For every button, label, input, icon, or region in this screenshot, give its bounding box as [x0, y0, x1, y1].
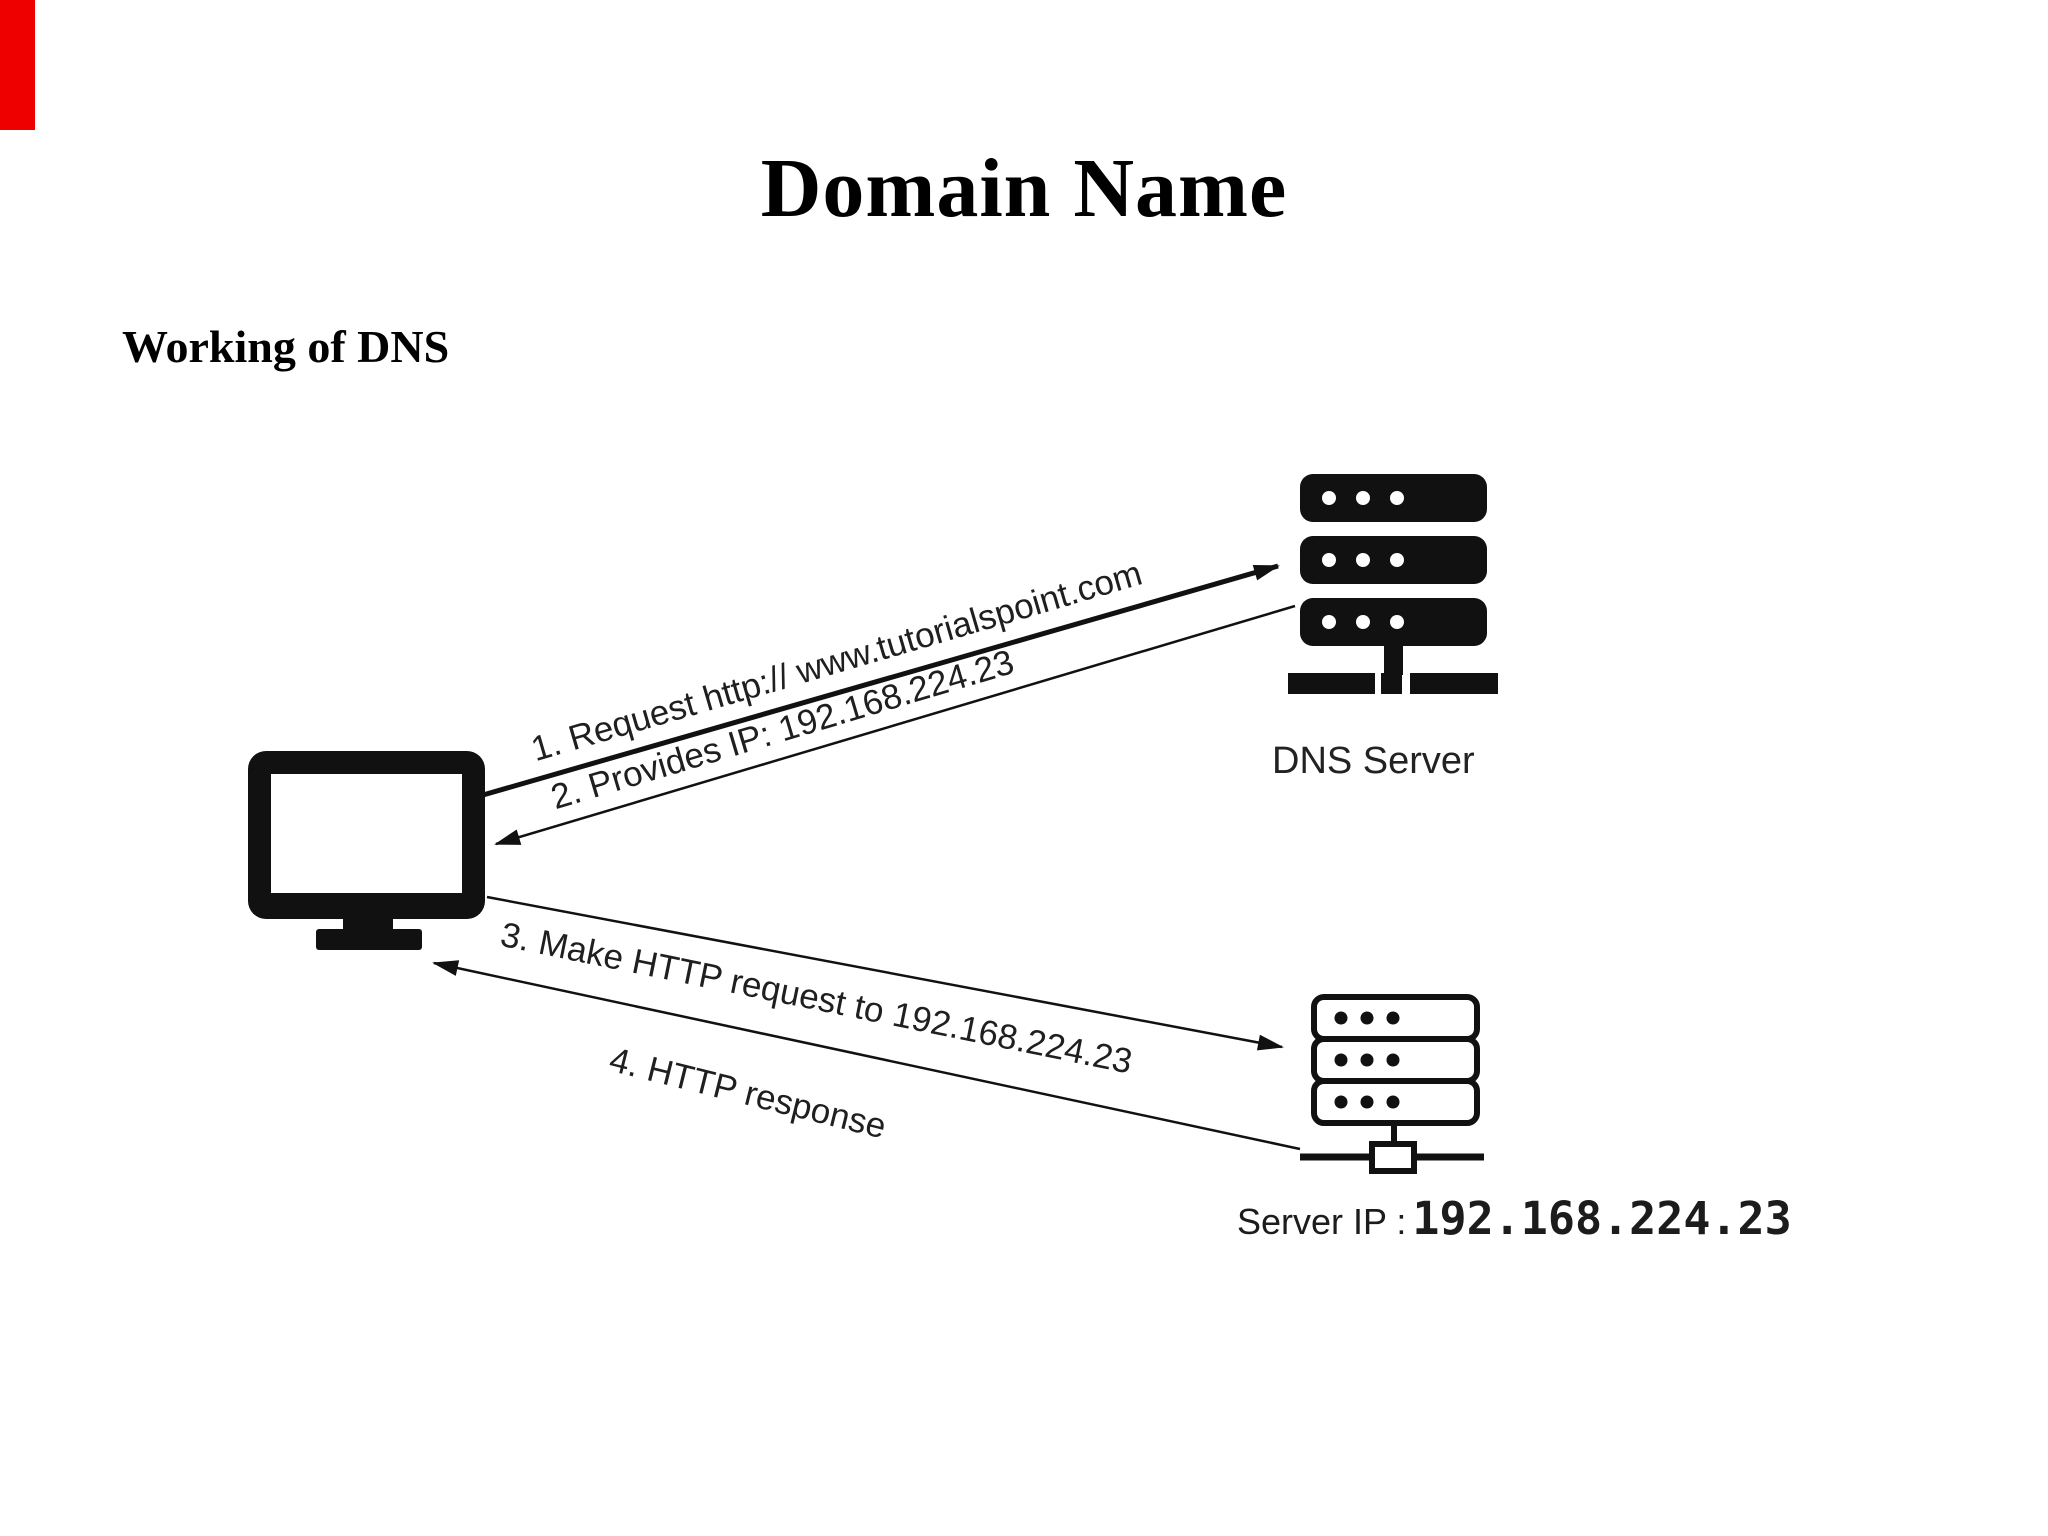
server-ip-prefix: Server IP :: [1237, 1201, 1407, 1242]
arrow-step1-request: [482, 563, 1280, 798]
server-ip-caption: Server IP : 192.168.224.23: [1237, 1192, 1792, 1245]
server-ip-value: 192.168.224.23: [1412, 1192, 1792, 1245]
arrow-step4-http-response: [432, 960, 1301, 1151]
arrow-step3-http-request: [486, 895, 1284, 1051]
red-stripe-decoration: [0, 0, 35, 130]
arrow-step2-provides-ip: [494, 604, 1296, 846]
web-server-rack-icon: [1300, 994, 1484, 1174]
section-heading: Working of DNS: [122, 321, 450, 372]
dns-server-rack-icon: [1288, 474, 1498, 694]
page-title: Domain Name: [760, 142, 1288, 235]
computer-monitor-icon: [248, 751, 485, 950]
dns-server-caption: DNS Server: [1272, 740, 1475, 782]
